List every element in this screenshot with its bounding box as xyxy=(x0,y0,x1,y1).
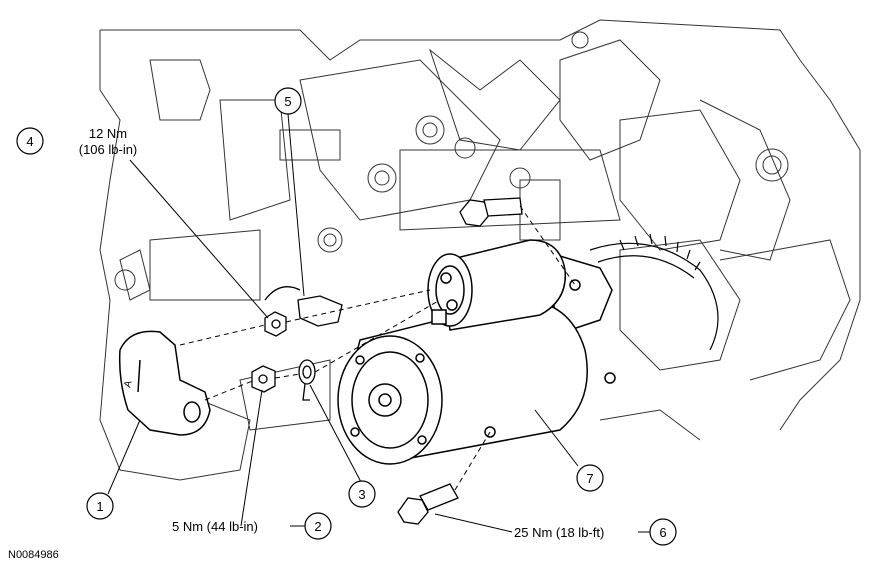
callout-6: 6 xyxy=(649,518,677,546)
ring-terminal-item-3 xyxy=(298,359,316,401)
nut-item-2 xyxy=(251,365,276,393)
callout-2: 2 xyxy=(304,512,332,540)
connector-item-5 xyxy=(264,286,343,327)
bolt-item-6 xyxy=(397,483,459,525)
svg-text:A: A xyxy=(122,379,134,389)
terminal-cover: A xyxy=(118,330,211,436)
svg-text:4: 4 xyxy=(26,134,33,149)
alignment-lines xyxy=(179,205,576,491)
svg-text:6: 6 xyxy=(659,525,666,540)
spec-label-6: 25 Nm (18 lb-ft) xyxy=(514,525,604,540)
starter-motor xyxy=(337,239,616,465)
callout-4: 4 xyxy=(16,127,44,155)
spec-label-2: 5 Nm (44 lb-in) xyxy=(172,519,258,534)
callout-5: 5 xyxy=(274,87,302,115)
callout-7: 7 xyxy=(576,464,604,492)
leader-lines xyxy=(107,113,650,533)
figure-id: N0084986 xyxy=(8,549,59,561)
spec-label-4-line2: (106 lb-in) xyxy=(79,142,138,157)
callout-1: 1 xyxy=(86,492,114,520)
svg-text:5: 5 xyxy=(284,94,291,109)
upper-bolt xyxy=(459,197,523,227)
svg-text:2: 2 xyxy=(314,519,321,534)
svg-text:7: 7 xyxy=(586,471,593,486)
spec-label-4-line1: 12 Nm xyxy=(89,126,127,141)
svg-text:3: 3 xyxy=(358,487,365,502)
flywheel-ring-gear xyxy=(589,233,719,351)
svg-text:1: 1 xyxy=(96,499,103,514)
callout-3: 3 xyxy=(348,480,376,508)
nut-item-4 xyxy=(264,311,287,337)
